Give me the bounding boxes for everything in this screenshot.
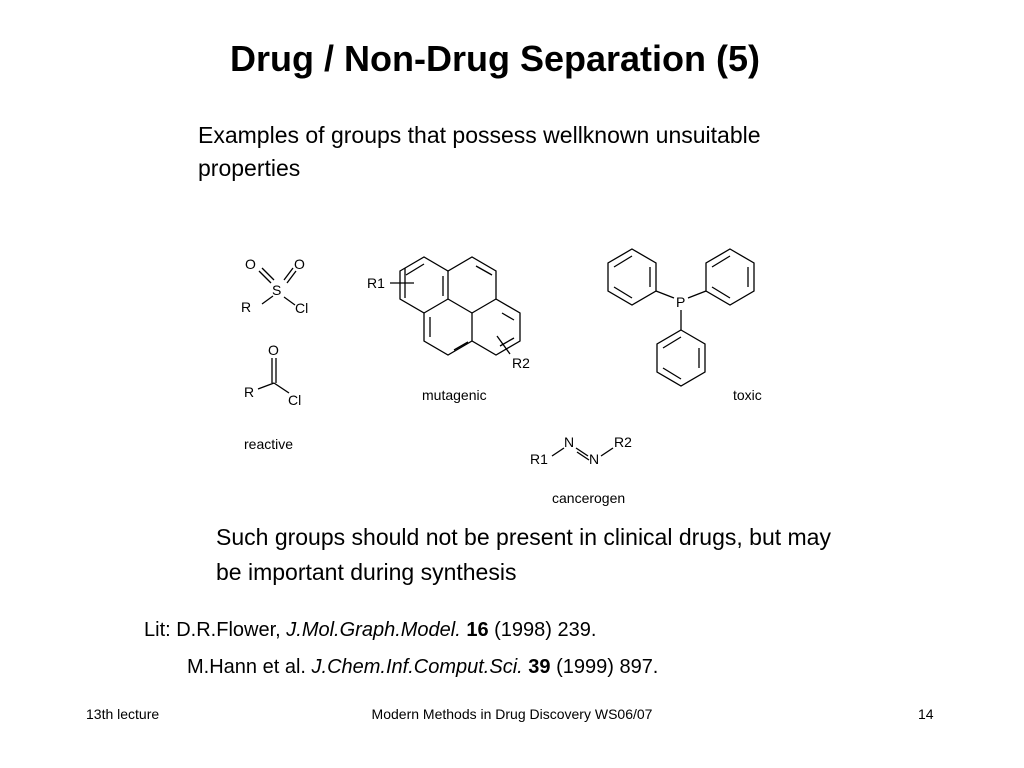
acyl-r-group: R: [244, 384, 254, 400]
lit1-volume: 16: [466, 619, 489, 641]
literature-reference-2: M.Hann et al. J.Chem.Inf.Comput.Sci. 39 …: [187, 656, 658, 679]
lit2-journal: J.Chem.Inf.Comput.Sci.: [311, 656, 523, 678]
footer-page-number: 14: [918, 706, 934, 722]
footer-course-title: Modern Methods in Drug Discovery WS06/07: [371, 706, 653, 722]
pyrene-structure: R1 R2: [367, 256, 530, 371]
lit1-prefix: Lit: D.R.Flower,: [144, 619, 287, 641]
caption-toxic: toxic: [733, 387, 762, 403]
phosphorus-atom: P: [676, 294, 685, 310]
acyl-oxygen: O: [268, 342, 279, 358]
footer-lecture: 13th lecture: [86, 706, 160, 722]
lit1-rest: (1998) 239.: [488, 619, 597, 641]
lit1-journal: J.Mol.Graph.Model.: [286, 619, 461, 641]
azo-nitrogen-2: N: [589, 451, 599, 467]
literature-reference-1: Lit: D.R.Flower, J.Mol.Graph.Model. 16 (…: [144, 619, 596, 642]
intro-text: Examples of groups that possess wellknow…: [198, 122, 761, 181]
summary-text: Such groups should not be present in cli…: [216, 524, 831, 585]
pyrene-r2-label: R2: [512, 355, 530, 371]
lit2-rest: (1999) 897.: [550, 656, 659, 678]
lit2-prefix: M.Hann et al.: [187, 656, 312, 678]
caption-reactive: reactive: [244, 436, 293, 452]
sulfonyl-oxygen-1: O: [245, 256, 256, 272]
azo-r2-label: R2: [614, 434, 632, 450]
sulfonyl-sulfur: S: [272, 282, 281, 298]
azo-nitrogen-1: N: [564, 434, 574, 450]
caption-mutagenic: mutagenic: [422, 387, 487, 403]
acyl-chloride-structure: O R Cl: [244, 342, 301, 408]
sulfonyl-oxygen-2: O: [294, 256, 305, 272]
triphenylphosphine-structure: P: [607, 248, 755, 387]
sulfonyl-chloride-structure: O O S R Cl: [241, 256, 308, 316]
sulfonyl-chlorine: Cl: [295, 300, 308, 316]
slide-title: Drug / Non-Drug Separation (5): [230, 38, 760, 79]
sulfonyl-r-group: R: [241, 299, 251, 315]
lit2-volume: 39: [528, 656, 551, 678]
acyl-chlorine: Cl: [288, 392, 301, 408]
azo-r1-label: R1: [530, 451, 548, 467]
azo-structure: R1 N N R2: [530, 434, 632, 467]
caption-cancerogen: cancerogen: [552, 490, 625, 506]
pyrene-r1-label: R1: [367, 275, 385, 291]
